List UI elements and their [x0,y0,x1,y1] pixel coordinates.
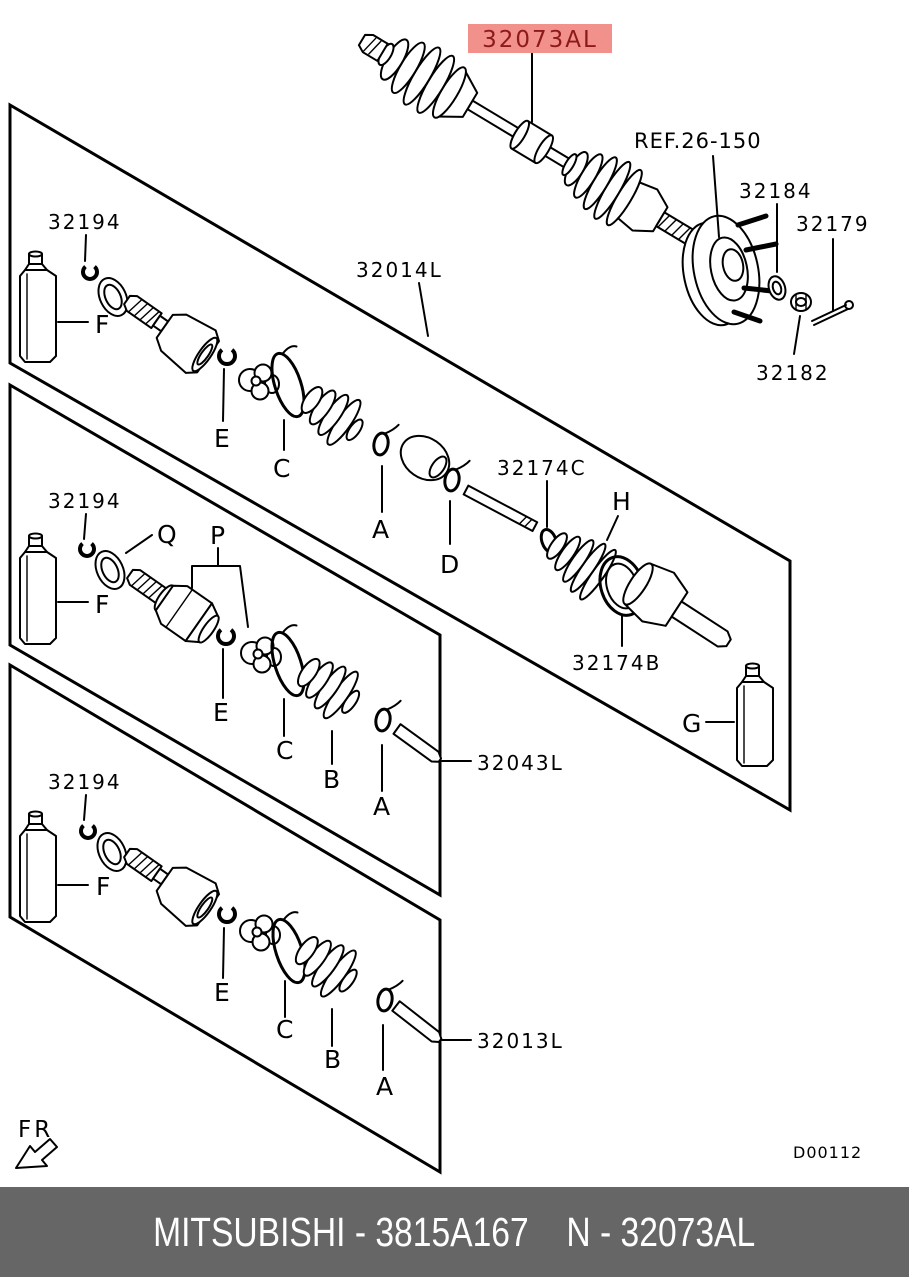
front-direction-marker: FR [15,1117,58,1169]
leader-32182 [793,315,801,355]
label-32014l: 32014L [356,258,443,282]
seal-ring-1 [97,277,129,317]
panel2-parts [19,532,443,763]
clamp-d [443,459,471,493]
grease-bottle-f2 [19,532,57,645]
clamp-a3 [376,979,404,1013]
callout-h: H [612,487,631,516]
label-32194-1: 32194 [48,210,122,234]
panel-driveshaft-mid [8,382,442,898]
highlighted-part-number[interactable]: 32073AL [468,24,612,53]
callout-f1: F [95,310,109,339]
boot-band-c2 [270,624,306,698]
callout-f2: F [95,590,109,619]
highlight-box[interactable] [468,24,612,53]
snap-ring-1 [81,265,99,281]
footer-part-number: N - 32073AL [566,1208,756,1255]
seal-ring-q [94,550,126,590]
snap-ring-2 [78,542,96,558]
driveshaft-complete-drawing [357,33,698,245]
callout-c1: C [273,454,290,483]
clamp-a2 [374,699,402,733]
boot-b2 [296,657,361,720]
label-ref-26-150: REF.26-150 [634,129,762,153]
leader-e1 [222,368,225,422]
snap-ring-3 [79,824,97,840]
grease-bottle-g [736,662,774,767]
axle-stub-3 [391,1000,443,1044]
label-32184: 32184 [739,179,813,203]
hub-assembly-drawing [681,213,854,327]
panel1-parts [19,250,774,767]
label-32194-2: 32194 [48,489,122,513]
label-32174c: 32174C [497,456,587,480]
label-32073al[interactable]: 32073AL [482,27,598,53]
grease-bottle-f3 [19,810,57,923]
callout-e2: E [213,698,229,727]
drawing-number: D00112 [793,1143,862,1162]
damper-blob [399,434,451,482]
grease-bottle-f1 [19,250,57,363]
callout-a1: A [372,515,389,544]
callout-b2: B [323,765,340,794]
spider-joint-2 [240,636,282,674]
label-32179: 32179 [796,212,870,236]
leader-q [125,534,153,554]
callout-a3: A [376,1072,393,1101]
label-32013l: 32013L [477,1029,564,1053]
footer-brand-part: MITSUBISHI - 3815A167 [153,1208,530,1255]
hub-nut [790,292,812,312]
hub-washer [767,275,787,301]
panel-driveshaft-full [8,102,792,813]
axle-bar [462,484,539,533]
circlip-e3 [217,906,237,924]
footer-bar: MITSUBISHI - 3815A167 N - 32073AL [0,1187,909,1277]
boot-band-c1 [270,345,306,419]
callout-c3: C [276,1015,293,1044]
panel3-parts [19,810,443,1044]
circlip-e2 [216,628,236,646]
boot-b3 [294,936,358,998]
leader-h [606,515,619,541]
callout-c2: C [276,736,293,765]
inner-joint-1 [123,294,220,374]
outer-joint-1 [622,562,732,648]
leader-32194-1 [84,234,87,262]
leader-ref [712,155,720,238]
callout-b3: B [324,1045,341,1074]
callout-g: G [682,709,701,738]
cotter-pin [811,300,854,326]
leader-32194-3 [83,794,87,821]
callout-e3: E [214,978,230,1007]
callout-d: D [440,550,459,579]
inner-joint-assembled [126,568,220,644]
boot-1 [300,386,364,446]
label-32174b: 32174B [572,651,661,675]
leader-32194-2 [83,513,87,540]
label-32043l: 32043L [477,751,564,775]
circlip-e1 [217,348,237,366]
label-32182: 32182 [756,361,830,385]
leader-32014l [418,282,429,337]
callout-a2: A [373,792,390,821]
leader-p-bracket [191,547,249,628]
inner-joint-3 [123,847,220,927]
label-32194-3: 32194 [48,770,122,794]
fr-label: FR [18,1117,53,1143]
callout-f3: F [96,872,110,901]
spider-joint-3 [239,914,281,952]
callout-e1: E [214,424,230,453]
part-labels: REF.26-150 32184 32179 32182 32014L 3204… [48,129,870,1101]
seal-ring-3 [96,832,128,872]
fr-arrow-icon [15,1138,58,1169]
axle-stub-2 [392,723,443,763]
callout-p: P [210,521,225,550]
leader-e3 [222,927,225,979]
clamp-a1 [372,423,400,457]
leader-lines [57,52,834,1071]
callout-q: Q [157,520,177,549]
